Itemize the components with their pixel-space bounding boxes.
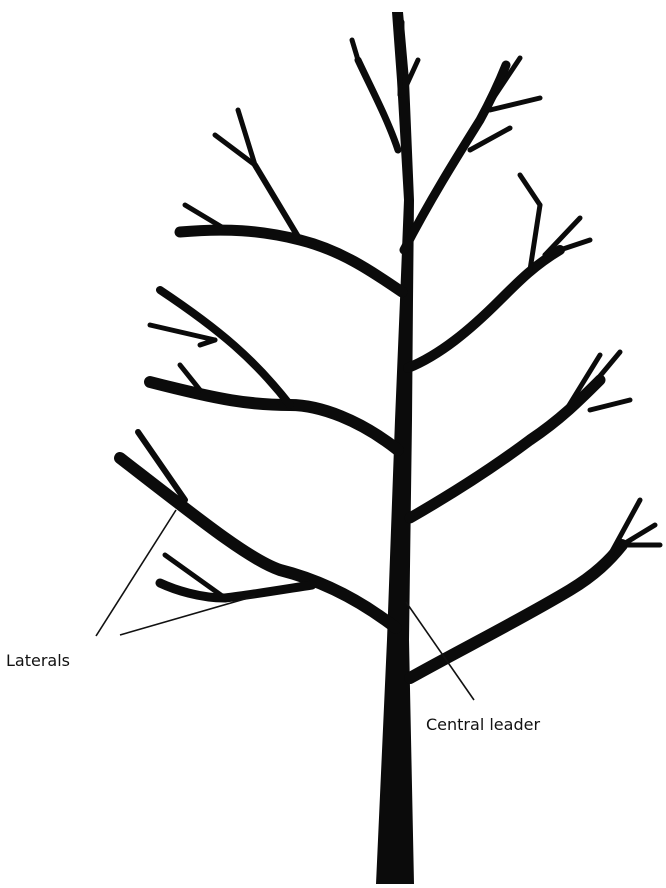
top-left-twig xyxy=(358,60,398,150)
middle-left-twig-d xyxy=(200,340,215,345)
upper-left-branch xyxy=(180,230,402,292)
lower-right-twig-b xyxy=(590,400,630,410)
central-leader-label: Central leader xyxy=(426,715,540,734)
laterals-label: Laterals xyxy=(6,651,70,670)
top-left-twig-2 xyxy=(352,40,358,60)
middle-left-twig-b xyxy=(150,325,215,340)
top-center-twig xyxy=(400,22,402,95)
middle-right-twig-d xyxy=(520,175,540,205)
lower-left-branch xyxy=(120,458,396,628)
laterals-pointer-1 xyxy=(96,510,176,636)
middle-right-branch xyxy=(408,250,560,368)
lower-left-twig-b xyxy=(160,583,312,598)
laterals-pointer-2 xyxy=(120,596,255,635)
upper-right-twig-b xyxy=(490,98,540,110)
bottom-right-branch xyxy=(410,545,622,678)
upper-right-branch xyxy=(404,65,506,250)
middle-left-branch xyxy=(150,382,398,450)
